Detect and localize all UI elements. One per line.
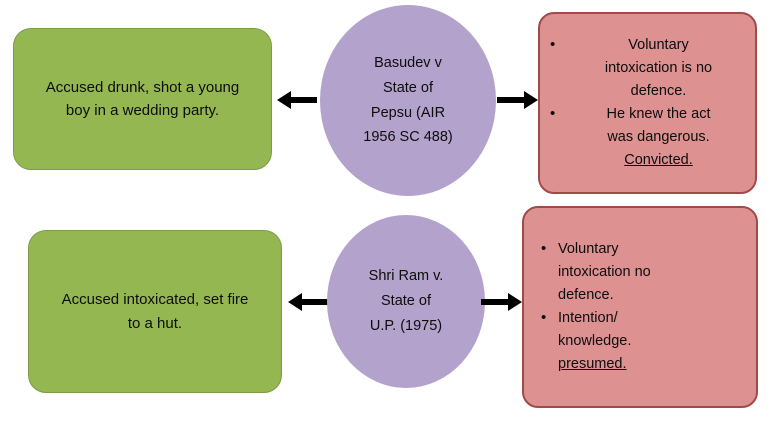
holding-line: defence. [558,287,614,304]
list-item: Voluntary intoxication is no defence. [550,33,747,103]
fact-box-row-2: Accused intoxicated, set fire to a hut. [28,230,282,393]
case-line: U.P. (1975) [369,317,443,334]
case-ellipse-row-1: Basudev v State of Pepsu (AIR 1956 SC 48… [320,5,496,196]
case-ellipse-row-2: Shri Ram v. State of U.P. (1975) [327,215,485,388]
list-item: He knew the act was dangerous. Convicted… [550,102,747,172]
holding-line: defence. [630,83,687,100]
holding-line: He knew the act [606,106,711,122]
arrow-case-to-holding-row-1 [497,88,538,112]
case-text-row-2: Shri Ram v. State of U.P. (1975) [361,264,452,339]
holding-line: was dangerous. [607,128,710,145]
case-line: Pepsu (AIR [370,104,446,121]
case-line: State of [383,79,433,96]
case-line: 1956 SC 488) [363,129,453,146]
fact-text-row-1: Accused drunk, shot a young boy in a wed… [32,76,253,123]
holding-line: knowledge. [558,332,632,349]
holding-verdict: presumed. [558,355,627,372]
holding-verdict: Convicted. [624,151,693,168]
case-line: Shri Ram v. [368,268,444,285]
fact-line: to a hut. [127,314,183,332]
list-item: Intention/ knowledge. presumed. [541,306,746,376]
list-item: Voluntary intoxication no defence. [541,237,746,307]
case-text-row-1: Basudev v State of Pepsu (AIR 1956 SC 48… [355,51,460,151]
holding-box-row-1: Voluntary intoxication is no defence. He… [538,12,757,194]
case-line: Basudev v [374,54,442,71]
holding-list-row-2: Voluntary intoxication no defence. Inten… [524,237,756,376]
fact-line: boy in a wedding party. [65,102,220,119]
holding-list-row-1: Voluntary intoxication is no defence. He… [540,33,755,172]
holding-line: Voluntary [628,37,689,54]
holding-line: Intention/ [558,310,618,326]
holding-line: intoxication no [558,264,651,281]
holding-line: intoxication is no [604,60,713,77]
case-line: State of [381,293,431,310]
holding-line: Voluntary [558,241,619,258]
fact-line: Accused intoxicated, set fire [61,291,249,309]
arrow-case-to-fact-row-1 [277,88,317,112]
arrow-case-to-holding-row-2 [481,290,522,314]
fact-box-row-1: Accused drunk, shot a young boy in a wed… [13,28,272,170]
arrow-case-to-fact-row-2 [288,290,328,314]
holding-box-row-2: Voluntary intoxication no defence. Inten… [522,206,758,408]
fact-line: Accused drunk, shot a young [45,78,240,96]
fact-text-row-2: Accused intoxicated, set fire to a hut. [48,288,263,335]
